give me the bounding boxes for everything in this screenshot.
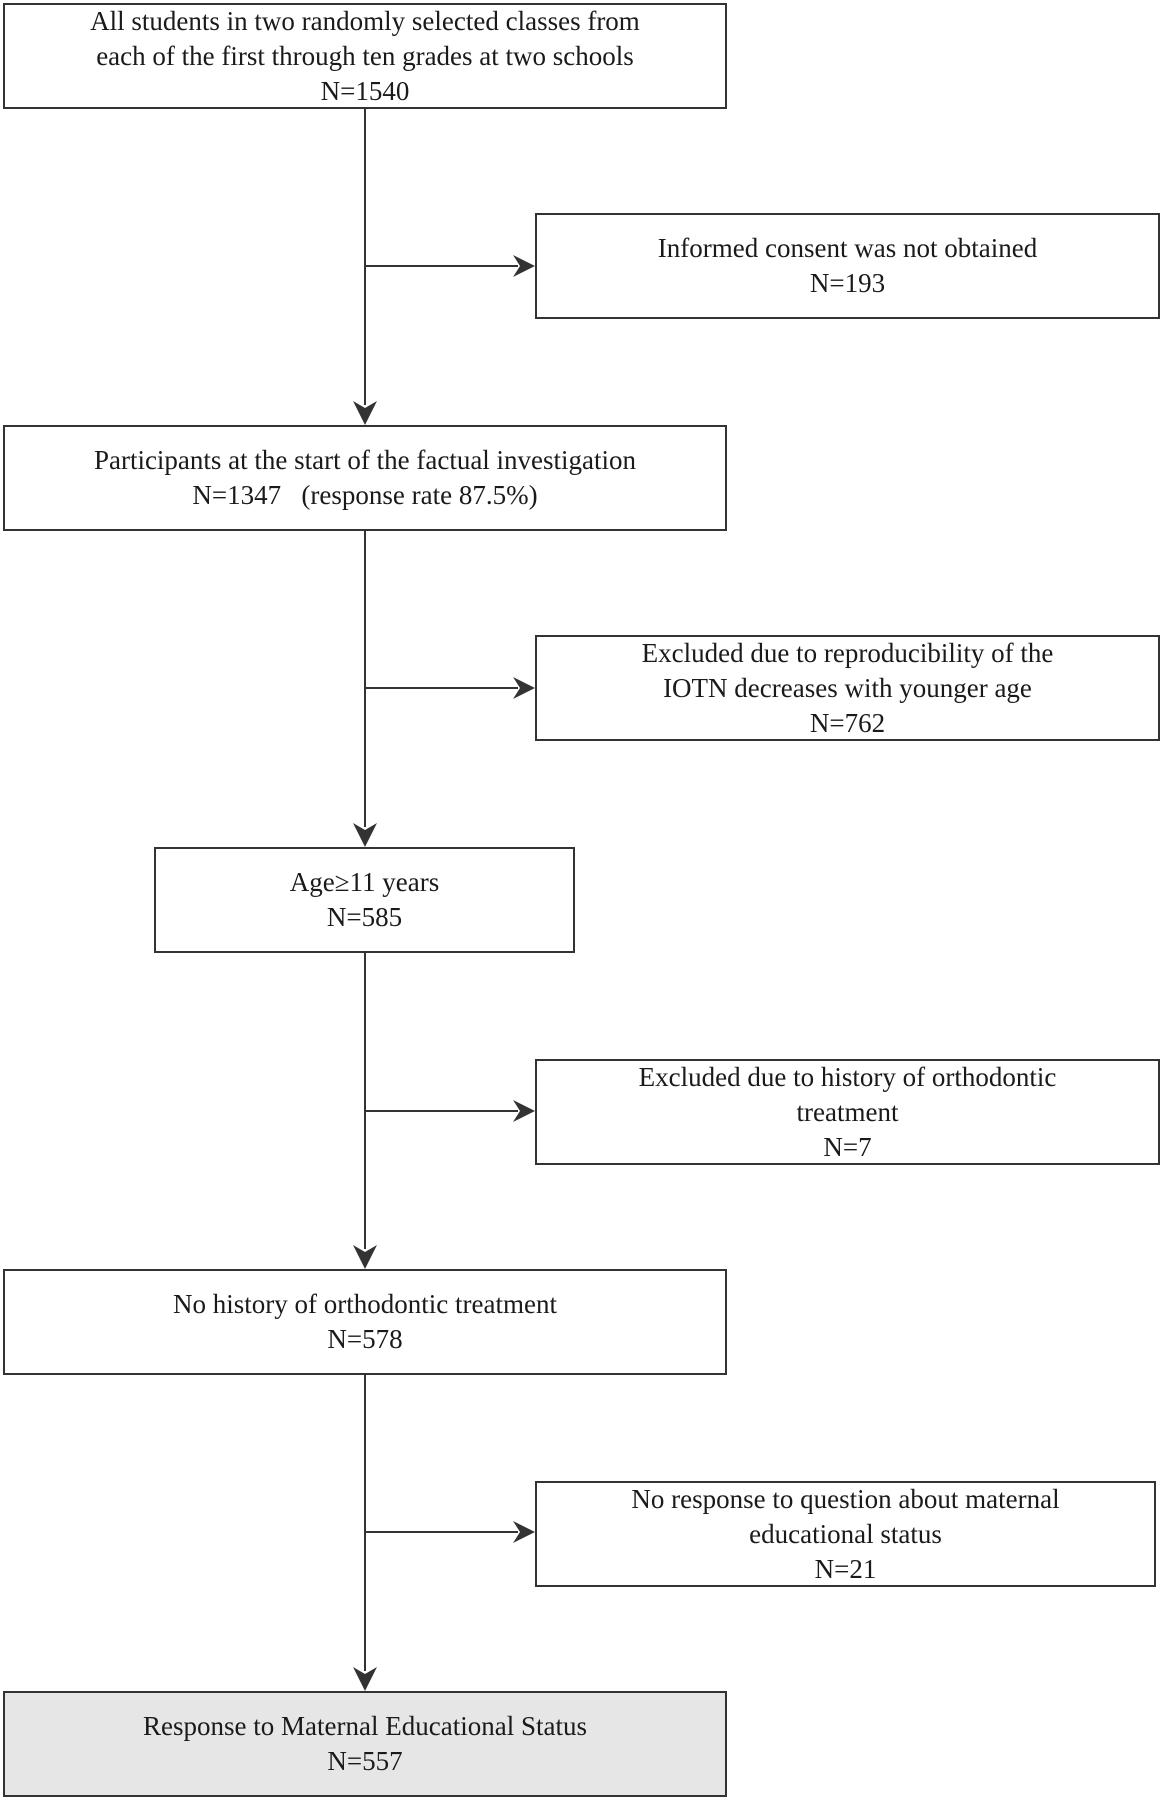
box-participants: Participants at the start of the factual… <box>3 425 727 531</box>
box-line: treatment <box>796 1096 899 1127</box>
box-line: Participants at the start of the factual… <box>93 445 637 475</box>
box-count: N=1347 (response rate 87.5%) <box>192 480 538 510</box>
box-line: Excluded due to reproducibility of the <box>641 637 1054 668</box>
box-count: N=762 <box>809 707 886 738</box>
box-count: N=193 <box>809 268 886 298</box>
box-line: Response to Maternal Educational Status <box>143 1711 587 1741</box>
box-final: Response to Maternal Educational Status … <box>3 1691 727 1797</box>
box-line: Informed consent was not obtained <box>657 233 1038 263</box>
box-count: N=21 <box>814 1553 877 1584</box>
box-age-11: Age≥11 years N=585 <box>154 847 575 953</box>
arrowhead-main-1 <box>353 401 377 425</box>
box-line: Age≥11 years <box>289 867 440 897</box>
box-count: N=557 <box>327 1746 403 1776</box>
arrowhead-main-2 <box>353 823 377 847</box>
box-no-response: No response to question about maternal e… <box>535 1481 1156 1587</box>
box-no-consent: Informed consent was not obtained N=193 <box>535 213 1160 319</box>
arrowhead-main-3 <box>353 1245 377 1269</box>
box-line: educational status <box>749 1518 942 1549</box>
box-count: N=1540 <box>320 75 410 106</box>
box-count: N=585 <box>326 902 403 932</box>
arrowhead-branch-1 <box>513 255 535 277</box>
box-excluded-history: Excluded due to history of orthodontic t… <box>535 1059 1160 1165</box>
arrowhead-branch-4 <box>513 1521 535 1543</box>
box-no-history: No history of orthodontic treatment N=57… <box>3 1269 727 1375</box>
arrowhead-branch-2 <box>513 677 535 699</box>
box-excluded-age: Excluded due to reproducibility of the I… <box>535 635 1160 741</box>
box-line: No response to question about maternal <box>631 1483 1060 1514</box>
box-line: All students in two randomly selected cl… <box>90 5 640 36</box>
arrowhead-main-4 <box>353 1667 377 1691</box>
arrowhead-branch-3 <box>513 1100 535 1122</box>
box-line: IOTN decreases with younger age <box>663 672 1032 703</box>
box-line: No history of orthodontic treatment <box>173 1289 557 1319</box>
box-line: each of the first through ten grades at … <box>96 40 634 71</box>
box-count: N=7 <box>823 1131 872 1162</box>
box-line: Excluded due to history of orthodontic <box>638 1061 1057 1092</box>
box-count: N=578 <box>327 1324 403 1354</box>
box-all-students: All students in two randomly selected cl… <box>3 3 727 109</box>
